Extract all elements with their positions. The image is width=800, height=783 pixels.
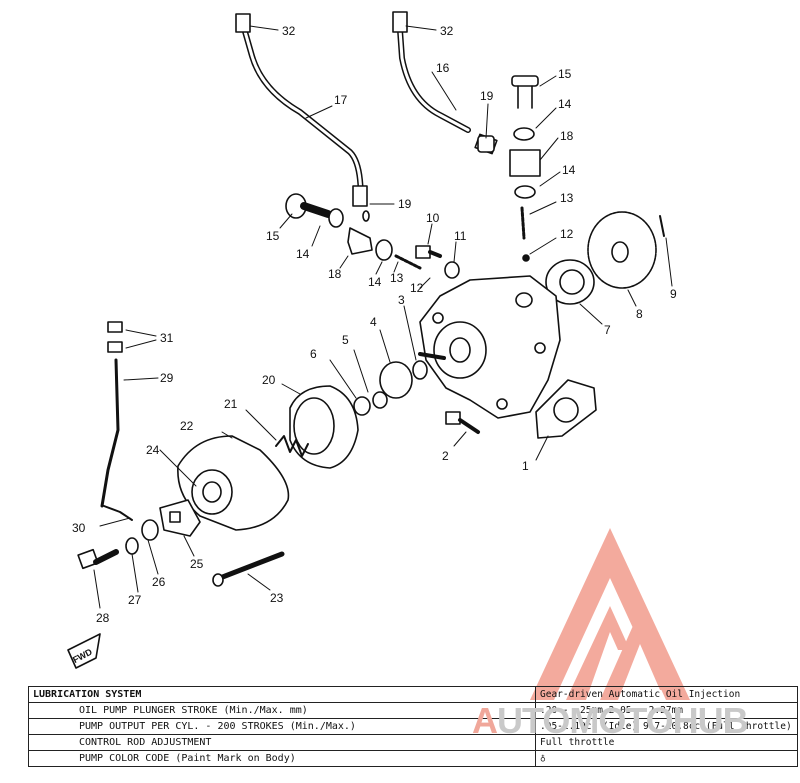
long-bolt-23 xyxy=(212,551,285,587)
callout-32a: 32 xyxy=(282,24,296,38)
oil-pipe-17 xyxy=(235,13,368,207)
spec-row: OIL PUMP PLUNGER STROKE (Min./Max. mm) .… xyxy=(28,702,798,719)
fwd-arrow-icon xyxy=(67,633,101,669)
callout-22: 22 xyxy=(180,419,194,433)
watermark-part-c: HUB xyxy=(672,700,749,741)
callout-23: 23 xyxy=(270,591,284,605)
callout-1: 1 xyxy=(522,459,529,473)
callout-27: 27 xyxy=(128,593,142,607)
spring-21 xyxy=(275,435,309,457)
callout-7: 7 xyxy=(604,323,611,337)
callout-4: 4 xyxy=(370,315,377,329)
callout-13a: 13 xyxy=(390,271,404,285)
spec-row-label: OIL PUMP PLUNGER STROKE (Min./Max. mm) xyxy=(28,702,536,719)
leader-lines xyxy=(93,25,673,609)
callout-15b: 15 xyxy=(558,67,572,81)
spec-row-label: PUMP COLOR CODE (Paint Mark on Body) xyxy=(28,750,536,767)
callout-17: 17 xyxy=(334,93,348,107)
callout-12b: 12 xyxy=(410,281,424,295)
callout-24: 24 xyxy=(146,443,160,457)
callout-29: 29 xyxy=(160,371,174,385)
watermark-part-b: UTOMOTO xyxy=(497,700,674,741)
spec-table: LUBRICATION SYSTEM Gear-driven Automatic… xyxy=(28,686,798,767)
pump-body xyxy=(418,275,561,419)
callout-31: 31 xyxy=(160,331,174,345)
callout-20: 20 xyxy=(262,373,276,387)
adjusting-plate-25 xyxy=(159,499,201,537)
callout-18a: 18 xyxy=(328,267,342,281)
callout-8: 8 xyxy=(636,307,643,321)
callout-15a: 15 xyxy=(266,229,280,243)
spec-row-value: ♁ xyxy=(535,750,798,767)
screw-2 xyxy=(445,411,480,434)
callout-32b: 32 xyxy=(440,24,454,38)
drive-gear-8 xyxy=(587,211,665,289)
callout-13b: 13 xyxy=(560,191,574,205)
callout-25: 25 xyxy=(190,557,204,571)
callout-19a: 19 xyxy=(398,197,412,211)
spec-row: PUMP COLOR CODE (Paint Mark on Body) ♁ xyxy=(28,750,798,767)
callout-11: 11 xyxy=(454,229,467,243)
pump-housing-22 xyxy=(177,435,290,531)
callout-3: 3 xyxy=(398,293,405,307)
oil-seal-7 xyxy=(545,259,595,305)
spec-title: LUBRICATION SYSTEM xyxy=(28,686,536,703)
callout-19b: 19 xyxy=(480,89,494,103)
callout-16: 16 xyxy=(436,61,450,75)
right-banjo-fitting xyxy=(477,75,541,262)
spec-row-label: CONTROL ROD ADJUSTMENT xyxy=(28,734,536,751)
callout-10: 10 xyxy=(426,211,440,225)
callout-28: 28 xyxy=(96,611,110,625)
bolt-10 xyxy=(415,245,460,279)
callout-18b: 18 xyxy=(560,129,574,143)
callout-21: 21 xyxy=(224,397,238,411)
callout-14c: 14 xyxy=(558,97,572,111)
callout-30: 30 xyxy=(72,521,86,535)
watermark-text: AUTOMOTOHUB xyxy=(472,700,749,742)
callout-6: 6 xyxy=(310,347,317,361)
callout-12a: 12 xyxy=(560,227,574,241)
pump-cover-20 xyxy=(289,385,359,469)
control-rod-29 xyxy=(100,321,133,521)
callout-26: 26 xyxy=(152,575,166,589)
watermark-part-a: A xyxy=(472,700,498,741)
spec-row-label: PUMP OUTPUT PER CYL. - 200 STROKES (Min.… xyxy=(28,718,536,735)
callout-14b: 14 xyxy=(368,275,382,289)
callout-5: 5 xyxy=(342,333,349,347)
callout-9: 9 xyxy=(670,287,677,301)
shims xyxy=(353,360,428,416)
watermark-logo-icon xyxy=(530,528,690,700)
callout-2: 2 xyxy=(442,449,449,463)
left-banjo-fitting xyxy=(285,193,422,270)
washers-bolt xyxy=(77,519,159,570)
callout-14d: 14 xyxy=(562,163,576,177)
gasket-1 xyxy=(535,379,597,439)
callout-14a: 14 xyxy=(296,247,310,261)
